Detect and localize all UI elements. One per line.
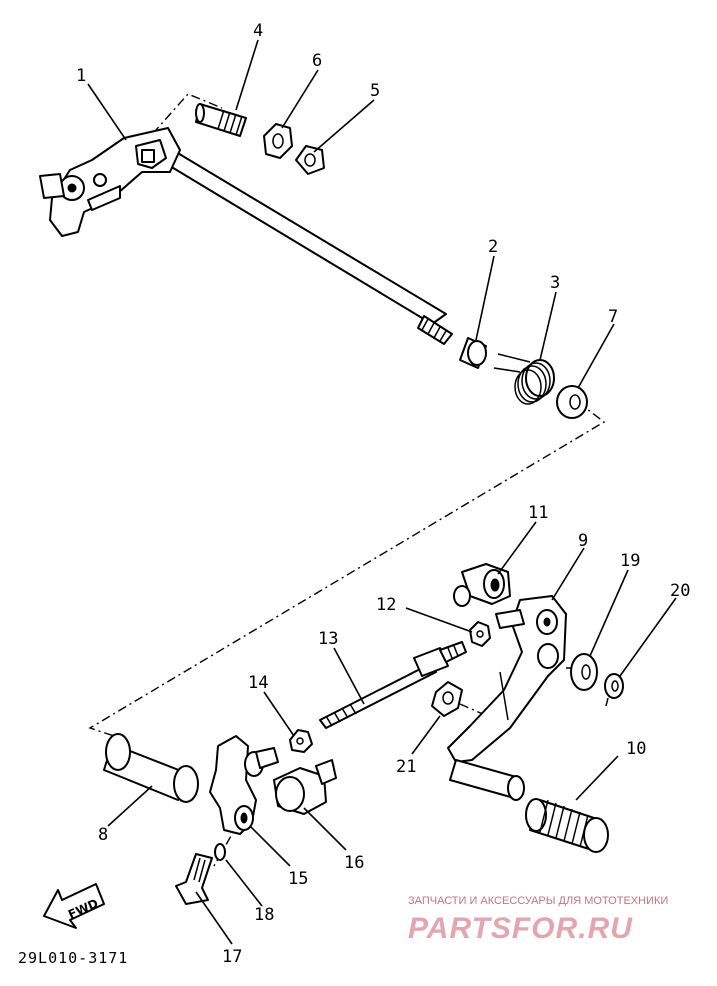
callout-numbers: 1 2 3 4 5 6 7 8 9 10 11 12 13 14 15 16 1… xyxy=(76,21,690,967)
arm-washer-part xyxy=(570,653,598,691)
lock-washer-part xyxy=(295,145,325,175)
callout-18: 18 xyxy=(254,905,274,925)
callout-8: 8 xyxy=(98,825,108,845)
callout-10: 10 xyxy=(626,739,646,759)
rod-nut-part xyxy=(289,729,313,753)
callout-3: 3 xyxy=(550,273,560,293)
drawing-code: 29L010-3171 xyxy=(18,949,128,967)
shift-shaft-part xyxy=(39,127,453,345)
callout-21: 21 xyxy=(396,757,416,777)
callout-6: 6 xyxy=(312,51,322,71)
callout-16: 16 xyxy=(344,853,364,873)
shift-pedal-part xyxy=(449,759,609,853)
callout-15: 15 xyxy=(288,869,308,889)
callout-12: 12 xyxy=(376,595,396,615)
callout-13: 13 xyxy=(318,629,338,649)
joint-part xyxy=(273,759,337,815)
callout-1: 1 xyxy=(76,66,86,86)
stud-bolt-part xyxy=(195,103,247,137)
callout-20: 20 xyxy=(670,581,690,601)
return-spring-part xyxy=(493,353,555,405)
callout-4: 4 xyxy=(253,21,263,41)
retaining-clip-part xyxy=(431,681,463,717)
lower-lever-part xyxy=(209,735,279,835)
callout-11: 11 xyxy=(528,503,548,523)
nut-part xyxy=(263,123,293,159)
watermark-logo: PARTSFOR.RU xyxy=(408,912,633,945)
callout-19: 19 xyxy=(620,551,640,571)
watermark: ЗАПЧАСТИ И АКСЕССУАРЫ ДЛЯ МОТОТЕХНИКИ PA… xyxy=(408,895,668,945)
shift-arm-part xyxy=(447,595,567,763)
callout-14: 14 xyxy=(248,673,268,693)
pinch-bolt-part xyxy=(175,853,213,905)
locknut-part xyxy=(469,621,491,647)
collar-part xyxy=(103,733,199,803)
callout-9: 9 xyxy=(578,531,588,551)
callout-2: 2 xyxy=(488,237,498,257)
callout-7: 7 xyxy=(608,307,618,327)
callout-5: 5 xyxy=(370,81,380,101)
forward-direction-arrow: FWD xyxy=(43,883,105,929)
circlip-part xyxy=(604,673,624,707)
bolt-washer-part xyxy=(214,843,226,861)
callout-leader-lines xyxy=(87,39,677,945)
callout-17: 17 xyxy=(222,947,242,967)
assembly-reference-lines xyxy=(88,93,606,867)
shift-rod-part xyxy=(319,641,467,729)
bushing-part xyxy=(459,337,487,369)
watermark-tagline: ЗАПЧАСТИ И АКСЕССУАРЫ ДЛЯ МОТОТЕХНИКИ xyxy=(408,895,668,907)
flat-washer-part xyxy=(556,385,588,419)
